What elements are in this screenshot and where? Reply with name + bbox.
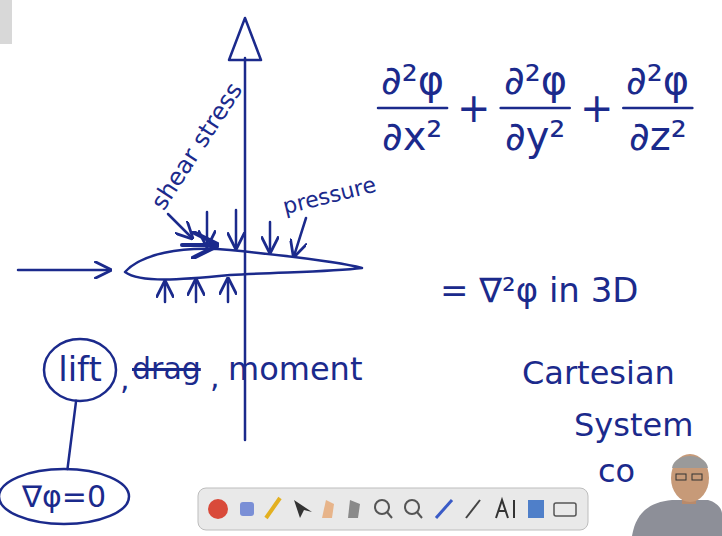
pressure-leader (294, 218, 306, 256)
pressure-arrow (227, 279, 230, 302)
window-tab (0, 0, 12, 44)
pressure-arrow (269, 222, 272, 252)
equation-term: ∂x² (382, 114, 442, 158)
note-text: , (120, 362, 130, 395)
equation-term: ∂z² (629, 114, 687, 158)
pressure-arrow (235, 210, 238, 248)
equation-term: + (580, 86, 614, 130)
note-text: co (598, 454, 635, 489)
shear-leader (168, 214, 192, 238)
freestream-arrow (18, 269, 110, 272)
note-text: pressure (280, 173, 378, 219)
note-text: Cartesian (522, 356, 675, 391)
fraction-bar (623, 107, 692, 110)
equation-term: ∂y² (505, 114, 565, 158)
pressure-arrow (195, 280, 198, 302)
shear-arrow (182, 243, 216, 247)
connector-line (67, 401, 76, 469)
annotation-toolbar (198, 488, 588, 530)
equation-term: ∂²φ (626, 58, 689, 102)
note-text: , (210, 360, 220, 393)
equation-term: + (457, 86, 491, 130)
circled-term: ∇φ=0 (0, 467, 131, 526)
term-text: ∇φ=0 (22, 480, 106, 513)
pressure-arrow (206, 212, 209, 246)
note-text: moment (228, 352, 362, 387)
fraction-bar (378, 107, 447, 110)
circled-term: lift (42, 337, 118, 403)
lecturer-figure (632, 454, 722, 536)
term-text: lift (58, 351, 102, 388)
airfoil (125, 249, 362, 280)
note-text: shear stress (146, 78, 247, 215)
equation-term: ∂²φ (381, 58, 444, 102)
note-text: drag (132, 352, 201, 385)
note-text: System (574, 408, 693, 443)
equation-term: ∂²φ (504, 58, 567, 102)
fraction-bar (501, 107, 570, 110)
pressure-arrow (164, 282, 167, 302)
note-text: = ∇²φ in 3D (440, 272, 639, 309)
axis-arrowhead (229, 18, 261, 60)
